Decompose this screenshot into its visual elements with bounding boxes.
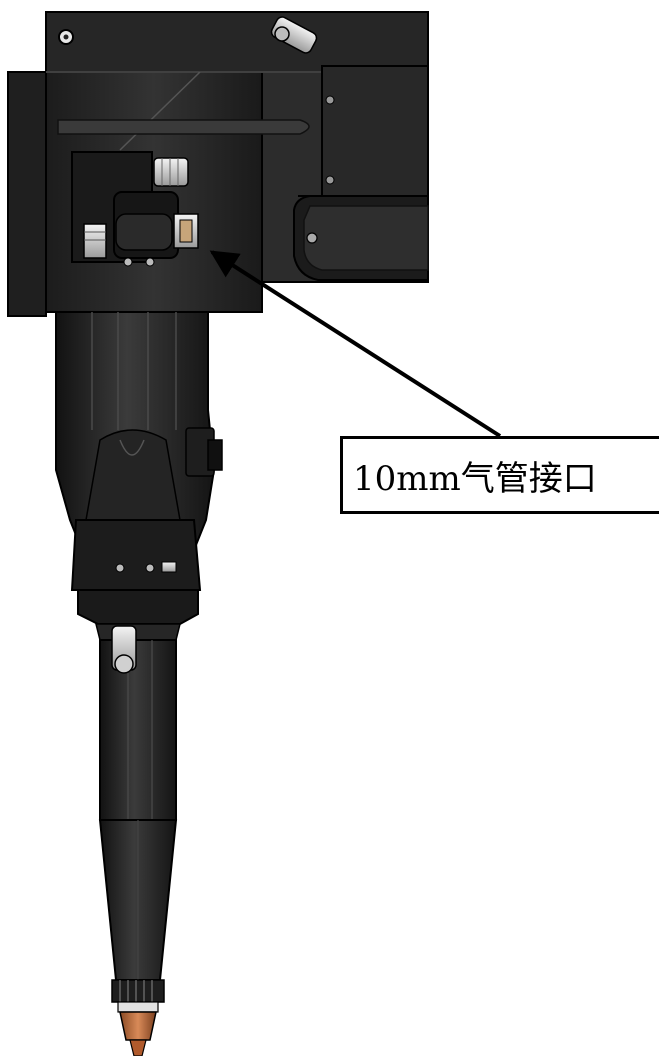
callout-arrow bbox=[209, 250, 502, 438]
gas-connector-assembly bbox=[71, 151, 199, 267]
top-elbow-fitting bbox=[270, 16, 318, 54]
callout-label-box: 10mm气管接口 bbox=[340, 436, 659, 514]
torch-neck bbox=[77, 589, 199, 981]
callout-label: 10mm气管接口 bbox=[353, 458, 597, 499]
middle-body bbox=[55, 311, 223, 591]
nozzle-tip bbox=[111, 979, 165, 1056]
